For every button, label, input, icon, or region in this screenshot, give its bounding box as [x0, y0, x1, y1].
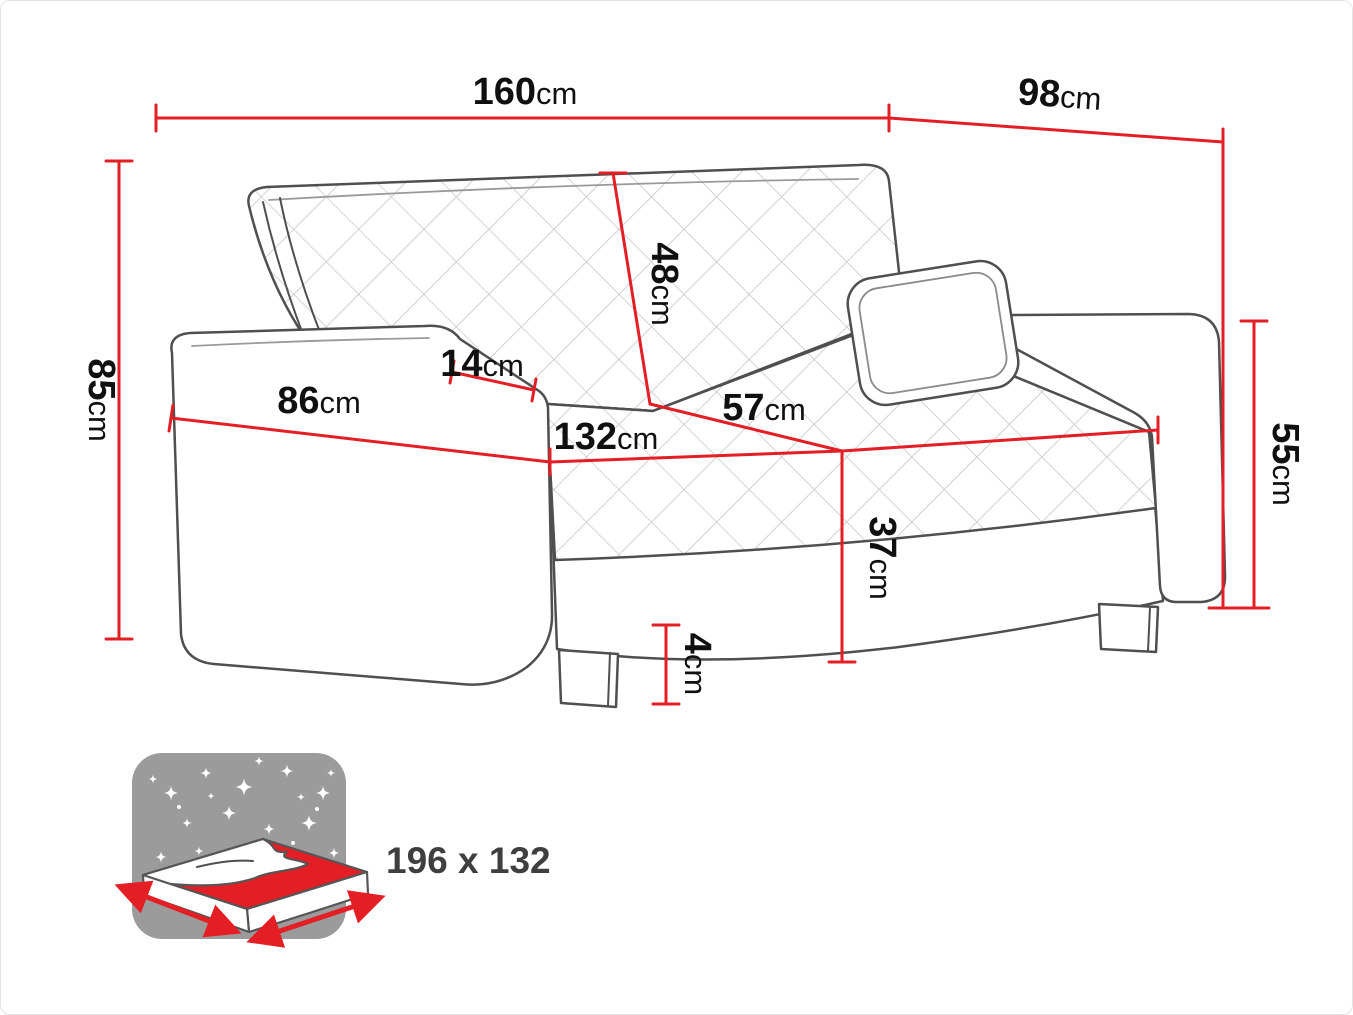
- dimension-label-armrest-width: 14cm: [440, 343, 524, 385]
- dimension-label-backrest-height: 48cm: [643, 242, 685, 326]
- backrest-pleat-1: [262, 201, 305, 338]
- dimension-lines: 160cm 98cm 85cm 48cm 14cm 86cm 132cm: [80, 71, 1306, 706]
- front-right-leg: [1097, 602, 1160, 654]
- length-arrow-icon: [246, 890, 386, 948]
- dimension-label-seat-depth: 57cm: [722, 387, 806, 429]
- bed-illustration: [114, 837, 386, 948]
- dimension-total-width: 160cm: [154, 71, 891, 133]
- sofa-illustration: [170, 163, 1227, 709]
- dimension-label-side-height: 55cm: [1264, 422, 1306, 506]
- sofa-legs: [557, 602, 1160, 709]
- dimension-side-height: 55cm: [1239, 319, 1306, 609]
- backrest-top-roll: [268, 178, 859, 201]
- dimension-label-total-width: 160cm: [473, 71, 578, 113]
- right-armrest: [995, 312, 1227, 604]
- front-right-leg-edge: [1147, 606, 1151, 652]
- front-left-leg-edge: [607, 652, 611, 707]
- dimension-label-leg-height: 4cm: [676, 633, 718, 695]
- dimension-leg-height: 4cm: [651, 623, 718, 706]
- stars-icon: [148, 756, 340, 863]
- sleeping-function-icon: 196 x 132: [114, 753, 551, 948]
- dimension-seat-height: 37cm: [827, 449, 903, 664]
- dimension-label-total-depth: 98cm: [1017, 71, 1103, 119]
- left-armrest: [170, 324, 554, 686]
- front-left-leg: [557, 648, 620, 709]
- dimension-label-armrest-span: 86cm: [277, 380, 361, 422]
- dimension-backrest-height: 48cm: [598, 171, 685, 406]
- dimension-label-seat-width: 132cm: [554, 416, 659, 458]
- pillow-piping: [858, 271, 1008, 395]
- pillow: [846, 259, 1020, 407]
- backrest-pleat-2: [279, 197, 322, 336]
- width-arrow-icon: [114, 880, 242, 938]
- dimension-armrest-width: 14cm: [440, 343, 538, 403]
- dimension-total-depth: 98cm: [887, 71, 1271, 610]
- blanket-fold: [196, 859, 254, 868]
- dimension-total-height: 85cm: [80, 159, 134, 641]
- sleeping-area-label: 196 x 132: [386, 840, 551, 881]
- left-armrest-top-seam: [191, 337, 430, 347]
- dimension-label-total-height: 85cm: [80, 358, 122, 442]
- pillow-outer: [846, 259, 1020, 407]
- dimension-label-seat-height: 37cm: [861, 516, 903, 600]
